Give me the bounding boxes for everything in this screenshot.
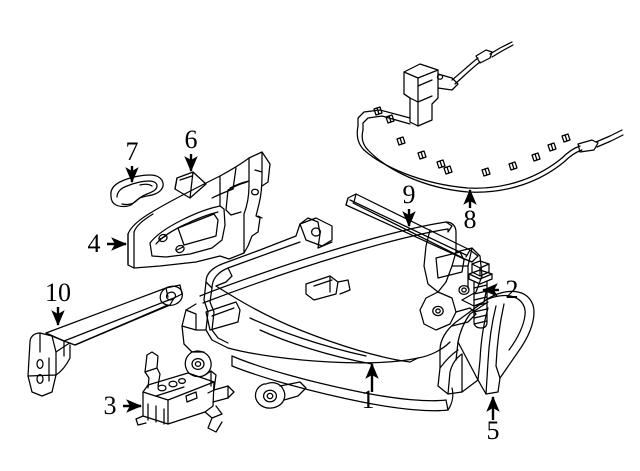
- part-handle-end-cap: [174, 171, 207, 199]
- part-recliner-adjust-handle: [110, 174, 164, 208]
- callout-number-2: 2: [506, 275, 519, 304]
- harness-clip: [396, 136, 406, 146]
- harness-clip: [373, 106, 383, 116]
- callout-number-8: 8: [464, 205, 477, 234]
- part-seat-track-adjuster-frame: [181, 217, 487, 412]
- callout-number-3: 3: [104, 391, 117, 420]
- harness-clip: [481, 167, 491, 177]
- harness-clip: [417, 150, 427, 160]
- harness-clip: [443, 165, 453, 175]
- callout-number-7: 7: [126, 137, 139, 166]
- harness-clip: [508, 161, 518, 171]
- part-outboard-seat-riser-bracket: [27, 284, 183, 397]
- callout-number-6: 6: [185, 125, 198, 154]
- callout-number-5: 5: [487, 416, 500, 445]
- part-seat-wire-harness: [356, 41, 624, 193]
- callout-number-9: 9: [403, 180, 416, 209]
- part-seat-side-shield-cover: [437, 290, 535, 395]
- callout-number-1: 1: [362, 385, 375, 414]
- callout-number-10: 10: [45, 278, 71, 307]
- harness-clip: [436, 159, 446, 169]
- part-seat-side-trim-panel: [127, 151, 271, 269]
- harness-clip: [561, 133, 571, 143]
- harness-clip: [531, 152, 541, 162]
- part-seat-track-rail: [345, 193, 479, 263]
- callout-number-4: 4: [88, 229, 101, 258]
- harness-clip: [385, 114, 395, 124]
- harness-clip: [547, 142, 557, 152]
